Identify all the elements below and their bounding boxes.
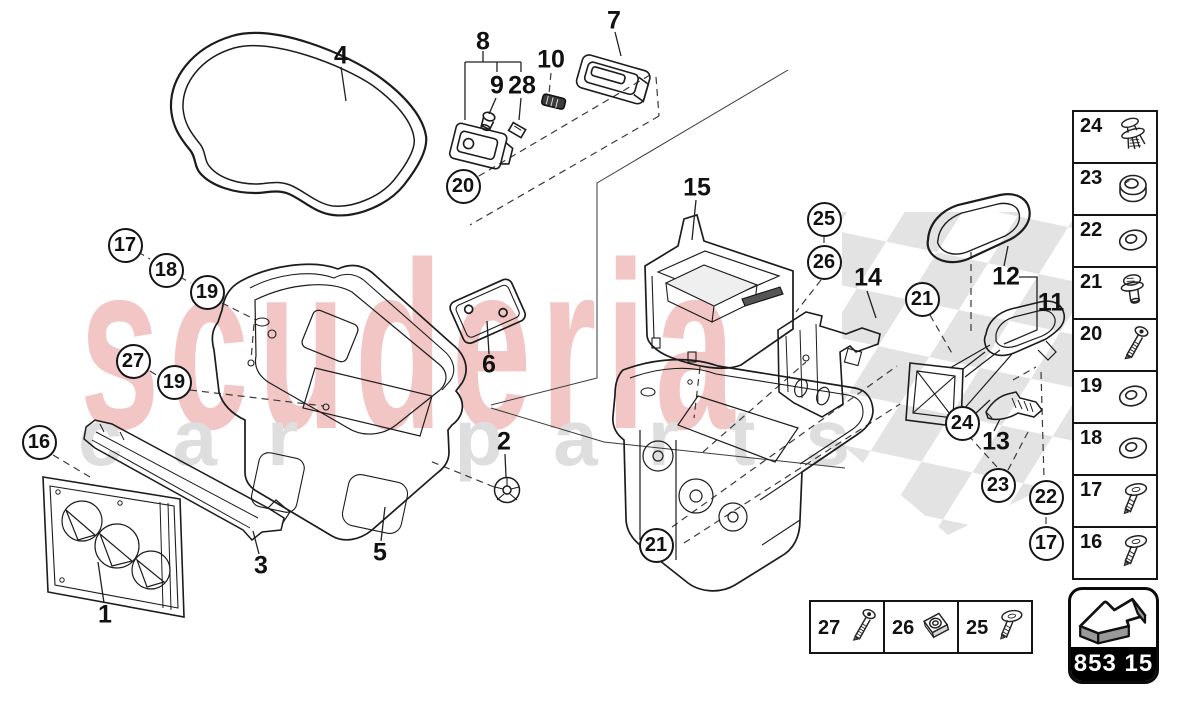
washer-icon bbox=[1111, 375, 1155, 419]
diagram-code: 853 15 bbox=[1071, 647, 1156, 681]
hardware-item-number: 16 bbox=[1080, 531, 1103, 553]
callout-circle-18[interactable]: 18 bbox=[148, 252, 184, 288]
part-12-seal bbox=[926, 193, 1031, 264]
callout-circle-19[interactable]: 19 bbox=[189, 274, 225, 310]
part-10-clip bbox=[540, 93, 567, 110]
head-screw-icon bbox=[1111, 479, 1155, 523]
callout-circle-27[interactable]: 27 bbox=[115, 343, 151, 379]
callout-label-10[interactable]: 10 bbox=[537, 45, 565, 74]
callout-circle-19[interactable]: 19 bbox=[156, 364, 192, 400]
callout-label-1[interactable]: 1 bbox=[98, 600, 112, 629]
callout-label-14[interactable]: 14 bbox=[854, 263, 882, 292]
callout-circle-25[interactable]: 25 bbox=[806, 201, 842, 237]
callout-label-8[interactable]: 8 bbox=[476, 27, 490, 56]
long-screw-icon bbox=[840, 606, 882, 648]
part-6-plate bbox=[449, 278, 527, 345]
hardware-item-number: 27 bbox=[818, 617, 841, 639]
callout-label-3[interactable]: 3 bbox=[254, 551, 268, 580]
part-13-bracket bbox=[985, 391, 1044, 421]
hardware-item-18[interactable]: 18 bbox=[1072, 422, 1158, 476]
expander-rivet-icon bbox=[1111, 115, 1155, 159]
part-11-duct bbox=[949, 300, 1066, 411]
part-4-lid-seal bbox=[169, 31, 428, 217]
callout-label-6[interactable]: 6 bbox=[482, 350, 496, 379]
washer-icon bbox=[1111, 427, 1155, 471]
hardware-sidebar: 24 23 22 21 20 19 18 17 16 bbox=[1072, 110, 1158, 580]
hardware-item-21[interactable]: 21 bbox=[1072, 266, 1158, 320]
part-5-left-tub bbox=[211, 263, 467, 541]
callout-circle-26[interactable]: 26 bbox=[806, 244, 842, 280]
construction-lines bbox=[490, 69, 846, 469]
hardware-item-16[interactable]: 16 bbox=[1072, 526, 1158, 580]
hardware-item-number: 23 bbox=[1080, 167, 1103, 189]
part-14-bracket bbox=[777, 311, 881, 418]
hardware-item-number: 25 bbox=[966, 617, 989, 639]
checker-flag-watermark bbox=[842, 212, 1086, 535]
hardware-item-number: 19 bbox=[1080, 375, 1103, 397]
hardware-item-17[interactable]: 17 bbox=[1072, 474, 1158, 528]
callout-label-12[interactable]: 12 bbox=[992, 262, 1020, 291]
callout-label-28[interactable]: 28 bbox=[508, 71, 536, 100]
callout-circle-24[interactable]: 24 bbox=[944, 405, 980, 441]
part-1-front-panel bbox=[42, 476, 185, 618]
callout-label-9[interactable]: 9 bbox=[490, 71, 504, 100]
hardware-item-26[interactable]: 26 bbox=[883, 600, 959, 654]
hardware-item-number: 20 bbox=[1080, 323, 1103, 345]
hardware-item-number: 26 bbox=[892, 617, 915, 639]
hardware-item-27[interactable]: 27 bbox=[809, 600, 885, 654]
callout-label-4[interactable]: 4 bbox=[334, 41, 348, 70]
hardware-item-number: 22 bbox=[1080, 219, 1103, 241]
part-2-grommet bbox=[493, 476, 521, 504]
clip-nut-icon bbox=[914, 606, 956, 648]
watermark-sub-text: car parts bbox=[78, 393, 900, 482]
hardware-item-number: 17 bbox=[1080, 479, 1103, 501]
callout-label-5[interactable]: 5 bbox=[373, 538, 387, 567]
hardware-item-25[interactable]: 25 bbox=[957, 600, 1033, 654]
callout-circle-22[interactable]: 22 bbox=[1028, 479, 1064, 515]
washer-icon bbox=[1111, 219, 1155, 263]
callout-circle-21[interactable]: 21 bbox=[904, 281, 940, 317]
callout-circle-17[interactable]: 17 bbox=[1028, 525, 1064, 561]
callout-label-7[interactable]: 7 bbox=[607, 6, 621, 35]
diagram-code-badge[interactable]: 853 15 bbox=[1068, 587, 1159, 684]
callout-label-13[interactable]: 13 bbox=[982, 427, 1010, 456]
callout-circle-17[interactable]: 17 bbox=[107, 227, 143, 263]
watermark-brand-text: scuderia bbox=[80, 214, 745, 479]
hardware-item-22[interactable]: 22 bbox=[1072, 214, 1158, 268]
callout-label-11[interactable]: 11 bbox=[1037, 288, 1065, 317]
callout-circle-21[interactable]: 21 bbox=[638, 527, 674, 563]
hardware-item-number: 18 bbox=[1080, 427, 1103, 449]
part-28-clip bbox=[507, 121, 527, 139]
hardware-item-number: 21 bbox=[1080, 271, 1103, 293]
callout-circle-16[interactable]: 16 bbox=[21, 424, 57, 460]
spacer-nut-icon bbox=[1111, 167, 1155, 211]
back-arrow-icon bbox=[1078, 597, 1147, 645]
callout-label-15[interactable]: 15 bbox=[683, 173, 711, 202]
part-15-stowage-box bbox=[644, 213, 794, 370]
callout-circle-20[interactable]: 20 bbox=[445, 168, 481, 204]
callout-circle-23[interactable]: 23 bbox=[980, 467, 1016, 503]
part-7-handle bbox=[575, 54, 651, 105]
hardware-item-20[interactable]: 20 bbox=[1072, 318, 1158, 372]
hardware-item-19[interactable]: 19 bbox=[1072, 370, 1158, 424]
leader-lines bbox=[97, 31, 1038, 604]
hardware-item-number: 24 bbox=[1080, 115, 1103, 137]
part-8-latch-group bbox=[448, 93, 567, 170]
head-screw-icon bbox=[1111, 531, 1155, 575]
callout-label-2[interactable]: 2 bbox=[497, 427, 511, 456]
head-screw-icon bbox=[988, 606, 1030, 648]
shoulder-screw-icon bbox=[1111, 271, 1155, 315]
hardware-item-23[interactable]: 23 bbox=[1072, 162, 1158, 216]
hardware-item-24[interactable]: 24 bbox=[1072, 110, 1158, 164]
long-screw-icon bbox=[1111, 323, 1155, 367]
part-3-cross-member bbox=[83, 419, 291, 542]
hardware-bottom-row: 27 26 25 bbox=[809, 600, 1033, 654]
part-21-right-tub bbox=[612, 354, 874, 592]
part-9-pin bbox=[480, 111, 496, 132]
